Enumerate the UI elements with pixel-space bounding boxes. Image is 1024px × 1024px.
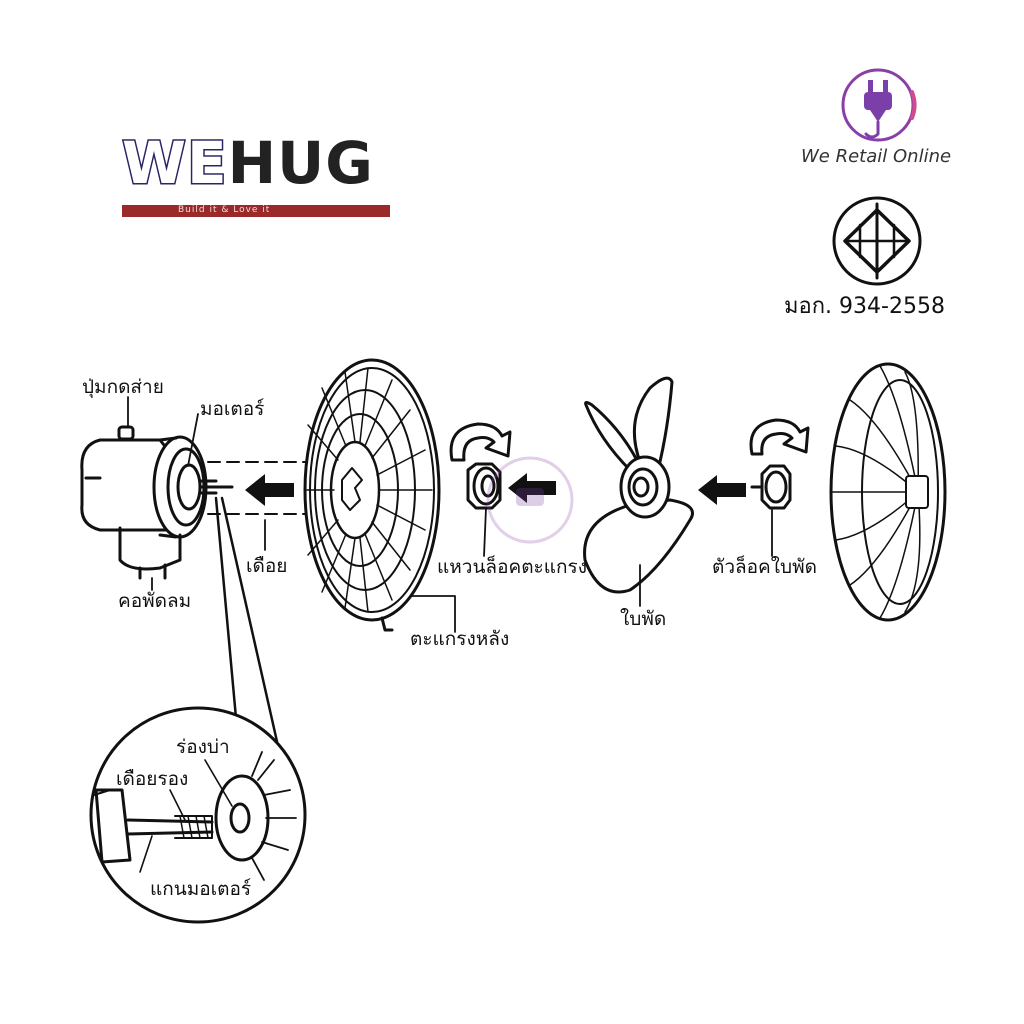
tis-standard-mark-icon [832,196,922,286]
plug-icon [841,68,917,142]
label-blade: ใบพัด [620,608,667,630]
label-thread: เดือย [246,555,288,577]
assembly-arrows [245,473,746,506]
label-motor: มอเตอร์ [200,398,265,420]
tis-code: มอก. 934-2558 [784,294,945,319]
label-motor-shaft: แกนมอเตอร์ [150,878,252,900]
motor-housing [80,425,208,580]
label-shoulder-groove: ร่องบ่า [176,736,230,758]
label-rear-guard: ตะแกรงหลัง [410,628,510,650]
alignment-guides [207,461,306,515]
leader-lines [127,396,773,633]
motor-shaft [198,479,234,495]
brand-tagline-bar [122,205,390,217]
brand-logo: WEHUG [121,133,374,194]
label-switch-button: ปุ่มกดส่าย [82,376,164,398]
guard-lock-ring-part [466,462,502,510]
brand-we: WE [121,129,229,197]
retailer-name: We Retail Online [801,146,952,167]
watermark-logo [486,456,574,544]
front-guard [829,362,947,622]
brand-hug: HUG [227,129,374,197]
label-blade-lock: ตัวล็อคใบพัด [712,556,817,578]
label-fan-neck: คอพัดลม [118,590,192,612]
blade-lock-part [750,464,792,510]
brand-tagline: Build it & Love it [178,205,271,215]
label-secondary-pin: เดือยรอง [116,768,189,790]
rotation-arrows [449,418,810,462]
rear-guard [303,358,441,632]
label-guard-lock-ring: แหวนล็อคตะแกรง [437,556,587,578]
fan-blade-part [583,376,694,594]
detail-callout [89,496,307,924]
